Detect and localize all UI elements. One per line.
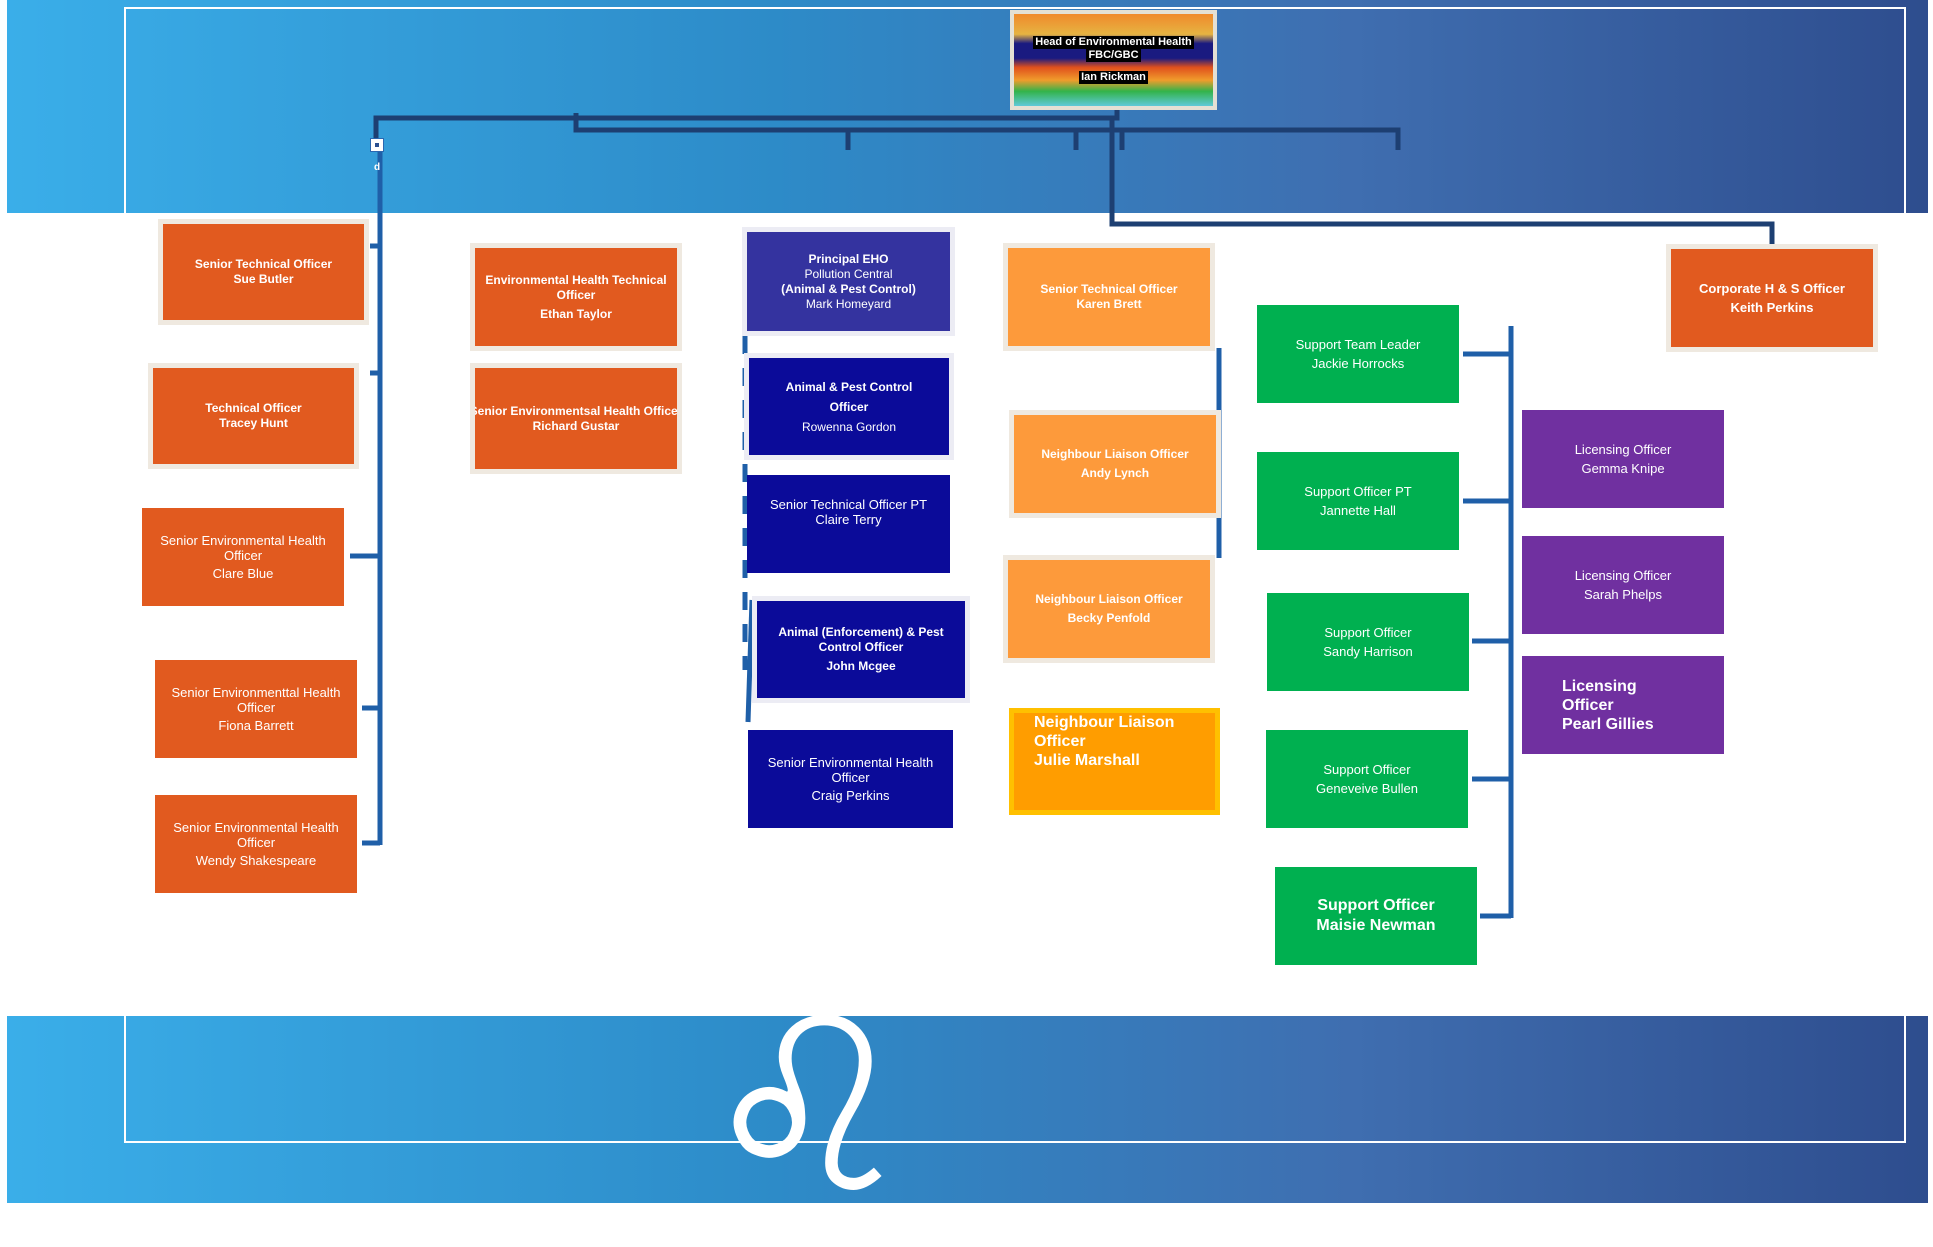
role-title: Support Officer — [1317, 897, 1435, 914]
footer-frame — [124, 1016, 1906, 1143]
role-title: Senior Environmental Health Officer — [173, 820, 339, 850]
connector-top-bar — [573, 113, 1401, 150]
org-box-col3-2[interactable]: Senior Technical Officer PT Claire Terry — [747, 475, 950, 573]
person-name: Gemma Knipe — [1581, 461, 1665, 476]
header-band — [7, 0, 1928, 213]
person-name: Fiona Barrett — [218, 718, 294, 733]
org-box-col5-1[interactable]: Support Team Leader Jackie Horrocks — [1257, 305, 1459, 403]
org-box-col2-2[interactable]: Senior Environmentsal Health Officer Ric… — [470, 363, 682, 474]
org-box-principal-eho[interactable]: Principal EHO Pollution Central (Animal … — [742, 227, 955, 336]
connector-top-left — [373, 108, 1120, 145]
head-title: Head of Environmental Health — [1033, 36, 1194, 49]
person-name: Clare Blue — [212, 566, 274, 581]
org-box-col5-2[interactable]: Support Officer PT Jannette Hall — [1257, 452, 1459, 550]
role-title: Neighbour Liaison Officer — [1035, 592, 1183, 606]
handle-label: d — [374, 162, 381, 173]
role-title: Senior Technical Officer — [194, 257, 333, 271]
org-box-col3-1[interactable]: Animal & Pest Control Officer Rowenna Go… — [744, 353, 954, 460]
role-title: Principal EHO — [808, 251, 889, 266]
person-name: Richard Gustar — [532, 418, 620, 433]
person-name: John Mcgee — [826, 659, 896, 673]
person-name: Keith Perkins — [1730, 300, 1814, 315]
role-title: Animal (Enforcement) & Pest Control Offi… — [778, 625, 944, 654]
role-subtitle: (Animal & Pest Control) — [781, 281, 916, 296]
person-name: Rowenna Gordon — [801, 419, 897, 434]
role-subtitle: Pollution Central — [804, 266, 893, 281]
connector-lines — [350, 108, 1775, 919]
person-name: Wendy Shakespeare — [195, 853, 317, 868]
role-title: Senior Environmental Health Officer — [160, 533, 326, 563]
connector-corporate — [1109, 118, 1775, 244]
person-name: Craig Perkins — [811, 788, 890, 803]
org-box-col1-5[interactable]: Senior Environmental Health Officer Wend… — [155, 795, 357, 893]
role-title: Licensing Officer — [1574, 442, 1672, 457]
org-box-col3-3[interactable]: Animal (Enforcement) & Pest Control Offi… — [752, 596, 970, 703]
org-box-col6-2[interactable]: Licensing Officer Sarah Phelps — [1522, 536, 1724, 634]
head-name: Ian Rickman — [1079, 71, 1148, 84]
person-name: Julie Marshall — [1034, 752, 1140, 769]
org-box-col2-1[interactable]: Environmental Health Technical Officer E… — [470, 243, 682, 351]
person-name: Karen Brett — [1076, 297, 1142, 311]
org-box-col3-4[interactable]: Senior Environmental Health Officer Crai… — [748, 730, 953, 828]
role-title: Technical Officer — [205, 401, 302, 415]
role-title: Neighbour Liaison Officer — [1041, 447, 1189, 461]
person-name: Jannette Hall — [1320, 503, 1396, 518]
person-name: Geneveive Bullen — [1316, 781, 1418, 796]
person-name: Claire Terry — [815, 512, 882, 527]
org-box-col1-2[interactable]: Technical Officer Tracey Hunt — [148, 363, 359, 469]
role-title: Neighbour Liaison Officer — [1034, 714, 1175, 750]
person-name: Maisie Newman — [1316, 917, 1436, 934]
org-box-col5-4[interactable]: Support Officer Geneveive Bullen — [1266, 730, 1468, 828]
role-title: Licensing Officer — [1574, 568, 1672, 583]
org-box-col4-2[interactable]: Neighbour Liaison Officer Andy Lynch — [1009, 410, 1221, 518]
role-title: Support Officer PT — [1304, 484, 1412, 499]
org-box-col6-3[interactable]: Licensing Officer Pearl Gillies — [1522, 656, 1724, 754]
role-title: Senior Technical Officer PT — [769, 497, 928, 512]
person-name: Becky Penfold — [1067, 611, 1151, 625]
role-title: Senior Technical Officer — [1040, 282, 1178, 296]
person-name: Jackie Horrocks — [1311, 356, 1405, 371]
org-box-col4-3[interactable]: Neighbour Liaison Officer Becky Penfold — [1003, 555, 1215, 663]
role-title: Support Officer — [1324, 625, 1412, 640]
role-title: Support Team Leader — [1295, 337, 1421, 352]
org-box-col1-3[interactable]: Senior Environmental Health Officer Clar… — [142, 508, 344, 606]
role-title: Animal & Pest Control Officer — [785, 379, 913, 414]
role-title: Licensing Officer — [1562, 677, 1637, 714]
person-name: Andy Lynch — [1080, 466, 1150, 480]
person-name: Mark Homeyard — [805, 296, 892, 311]
connector-handle[interactable] — [370, 138, 384, 152]
org-box-corporate-hs[interactable]: Corporate H & S Officer Keith Perkins — [1666, 244, 1878, 352]
org-box-col4-4[interactable]: Neighbour Liaison Officer Julie Marshall — [1009, 708, 1220, 815]
connector-col3-spine-b — [745, 599, 755, 723]
person-name: Sandy Harrison — [1323, 644, 1413, 659]
org-box-col6-1[interactable]: Licensing Officer Gemma Knipe — [1522, 410, 1724, 508]
org-box-col1-4[interactable]: Senior Environmenttal Health Officer Fio… — [155, 660, 357, 758]
head-subtitle: FBC/GBC — [1086, 49, 1141, 62]
footer-band — [7, 1016, 1928, 1203]
role-title: Support Officer — [1323, 762, 1411, 777]
org-box-col4-1[interactable]: Senior Technical Officer Karen Brett — [1003, 243, 1215, 351]
person-name: Ethan Taylor — [540, 306, 612, 321]
role-title: Senior Environmenttal Health Officer — [171, 685, 341, 715]
org-box-col5-5[interactable]: Support Officer Maisie Newman — [1275, 867, 1477, 965]
person-name: Pearl Gillies — [1562, 715, 1654, 733]
person-name: Sarah Phelps — [1583, 587, 1663, 602]
role-title: Senior Environmental Health Officer — [767, 755, 934, 785]
person-name: Tracey Hunt — [219, 416, 288, 430]
header-frame — [124, 7, 1906, 215]
role-title: Senior Environmentsal Health Officer — [469, 403, 683, 418]
org-box-col5-3[interactable]: Support Officer Sandy Harrison — [1267, 593, 1469, 691]
head-of-environmental-health-box[interactable]: Head of Environmental Health FBC/GBC Ian… — [1010, 10, 1217, 110]
person-name: Sue Butler — [233, 272, 294, 286]
role-title: Environmental Health Technical Officer — [485, 272, 667, 302]
org-box-col1-1[interactable]: Senior Technical Officer Sue Butler — [158, 219, 369, 325]
role-title: Corporate H & S Officer — [1699, 281, 1845, 296]
leo-sign-icon: ♌ — [700, 967, 916, 1247]
